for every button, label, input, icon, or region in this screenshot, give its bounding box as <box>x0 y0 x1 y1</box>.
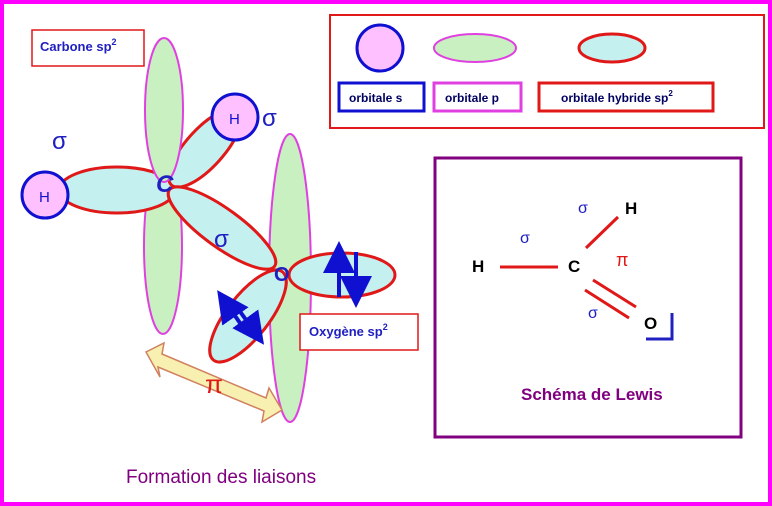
oxygen-label: Oxygène sp2 <box>309 322 388 339</box>
hydrogen-s-orbital-left <box>20 170 70 220</box>
lewis-hydrogen-upper: H <box>625 199 637 218</box>
sigma-label-ch-upper: σ <box>262 105 277 132</box>
legend-s-orbital-sample <box>355 23 405 73</box>
lewis-scheme-frame <box>433 156 743 439</box>
legend-hybrid-orbital-sample <box>577 32 647 64</box>
lewis-sigma-ch-upper: σ <box>578 200 588 217</box>
lewis-pi-co: π <box>616 250 628 270</box>
atom-hydrogen-upper: H <box>229 111 240 128</box>
lewis-oxygen: O <box>644 314 657 333</box>
lewis-bond-co-sigma <box>584 288 630 320</box>
legend-p-orbital-sample <box>433 33 517 63</box>
legend-hybrid-box <box>537 81 715 113</box>
oxygen-label-box <box>299 313 419 351</box>
atom-carbon: C <box>156 171 174 198</box>
pi-label: π <box>205 369 223 399</box>
oxygen-sp2-lone-pair-right <box>287 251 397 299</box>
lewis-hydrogen-left: H <box>472 257 484 276</box>
lewis-sigma-ch-left: σ <box>520 230 530 247</box>
hydrogen-s-orbital-upper <box>210 92 260 142</box>
sigma-label-co: σ <box>214 226 229 253</box>
legend-s-box <box>337 81 426 113</box>
pi-overlap-arrow <box>144 341 284 424</box>
atom-oxygen: O <box>274 264 290 286</box>
carbon-label-box <box>31 29 145 67</box>
carbon-sp2-hybrid-lower <box>166 185 278 271</box>
lewis-bond-co-pi <box>592 278 637 309</box>
lewis-title: Schéma de Lewis <box>521 385 663 404</box>
lewis-oxygen-lone-pair <box>646 313 674 341</box>
lewis-sigma-co: σ <box>588 305 598 322</box>
legend-p-label: orbitale p <box>445 91 499 105</box>
electron-arrow-left-down <box>232 304 265 345</box>
legend-s-label: orbitale s <box>349 91 403 105</box>
legend-hybrid-label: orbitale hybride sp2 <box>561 89 673 105</box>
carbon-label: Carbone sp2 <box>40 37 117 54</box>
atom-hydrogen-left: H <box>39 189 50 206</box>
legend-p-box <box>432 81 523 113</box>
lewis-bond-ch-upper <box>584 215 620 250</box>
lewis-carbon: C <box>568 257 580 276</box>
sigma-label-ch-left: σ <box>52 128 67 155</box>
carbon-p-orbital-upper <box>144 37 184 183</box>
diagram-title: Formation des liaisons <box>126 467 316 488</box>
